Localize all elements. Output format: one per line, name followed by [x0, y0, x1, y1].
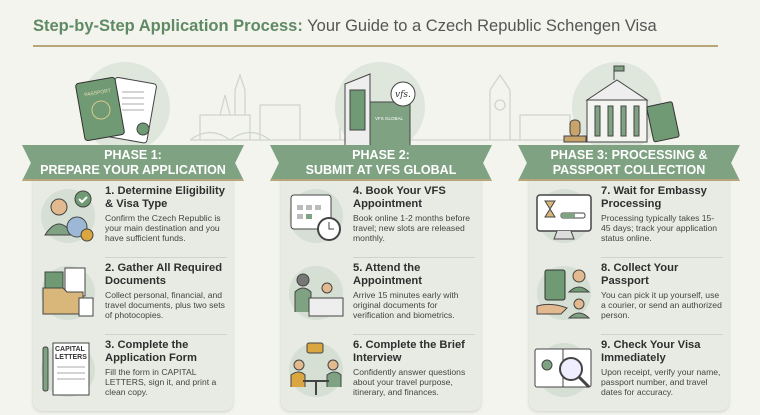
title-divider [33, 45, 718, 47]
step-description: Collect personal, financial, and travel … [105, 290, 225, 320]
step-title: 7. Wait for Embassy Processing [601, 185, 707, 210]
phase-3-banner: PHASE 3: PROCESSING &PASSPORT COLLECTION [518, 145, 740, 181]
step-title: 9. Check Your Visa Immediately [601, 339, 701, 364]
step-description: Processing typically takes 15-45 days; t… [601, 213, 718, 243]
step-description: Arrive 15 minutes early with original do… [353, 290, 459, 320]
step-divider [105, 257, 227, 258]
step-title: 2. Gather All Required Documents [105, 262, 223, 287]
vfs-building-illustration: VFS GLOBAL vfs. [325, 62, 435, 152]
banner-text: SUBMIT AT VFS GLOBAL [305, 163, 457, 177]
form-capital-letters-label: CAPITAL LETTERS [55, 346, 87, 361]
calendar-clock-icon [285, 185, 347, 247]
step-description: Book online 1-2 months before travel; ne… [353, 213, 471, 243]
phase-2-banner: PHASE 2:SUBMIT AT VFS GLOBAL [270, 145, 492, 181]
passport-documents-illustration: PASSPORT [70, 62, 180, 152]
passport-hand-icon [533, 262, 595, 324]
step-divider [601, 257, 723, 258]
step-title: 5. Attend the Appointment [353, 262, 422, 287]
person-globe-euro-icon [37, 185, 99, 247]
interview-icon [285, 339, 347, 401]
step-3: CAPITAL LETTERS 3. Complete the Applicat… [37, 339, 227, 407]
step-description: Confirm the Czech Republic is your main … [105, 213, 221, 243]
step-title: 1. Determine Eligibility & Visa Type [105, 185, 225, 210]
step-divider [353, 257, 475, 258]
banner-text: PHASE 3: PROCESSING & [550, 148, 708, 162]
banner-text: PREPARE YOUR APPLICATION [40, 163, 226, 177]
step-description: You can pick it up yourself, use a couri… [601, 290, 722, 320]
documents-folder-icon [37, 262, 99, 324]
step-divider [353, 334, 475, 335]
step-divider [105, 334, 227, 335]
step-divider [601, 334, 723, 335]
embassy-stamp-illustration [562, 62, 680, 152]
phase-2-column: PHASE 2:SUBMIT AT VFS GLOBAL 4. Book You… [270, 145, 492, 411]
banner-text: PHASE 1: [104, 148, 162, 162]
step-description: Upon receipt, verify your name, passport… [601, 367, 721, 397]
svg-text:VFS GLOBAL: VFS GLOBAL [375, 116, 404, 121]
phase-1-banner: PHASE 1:PREPARE YOUR APPLICATION [22, 145, 244, 181]
banner-text: PASSPORT COLLECTION [552, 163, 706, 177]
phase-3-column: PHASE 3: PROCESSING &PASSPORT COLLECTION… [518, 145, 740, 411]
counter-desk-icon [285, 262, 347, 324]
banner-text: PHASE 2: [352, 148, 410, 162]
step-title: 3. Complete the Application Form [105, 339, 197, 364]
svg-text:vfs.: vfs. [395, 90, 411, 100]
step-description: Fill the form in CAPITAL LETTERS, sign i… [105, 367, 217, 397]
step-title: 6. Complete the Brief Interview [353, 339, 465, 364]
visa-magnifier-icon [533, 339, 595, 401]
svg-text:PASSPORT: PASSPORT [84, 88, 111, 99]
page-title: Step-by-Step Application Process: Your G… [33, 17, 657, 35]
phase-1-column: PHASE 1:PREPARE YOUR APPLICATION 1. Dete… [22, 145, 244, 411]
step-title: 4. Book Your VFS Appointment [353, 185, 446, 210]
form-pen-icon: CAPITAL LETTERS [37, 339, 99, 401]
step-title: 8. Collect Your Passport [601, 262, 679, 287]
step-description: Confidently answer questions about your … [353, 367, 466, 397]
monitor-hourglass-icon [533, 185, 595, 247]
